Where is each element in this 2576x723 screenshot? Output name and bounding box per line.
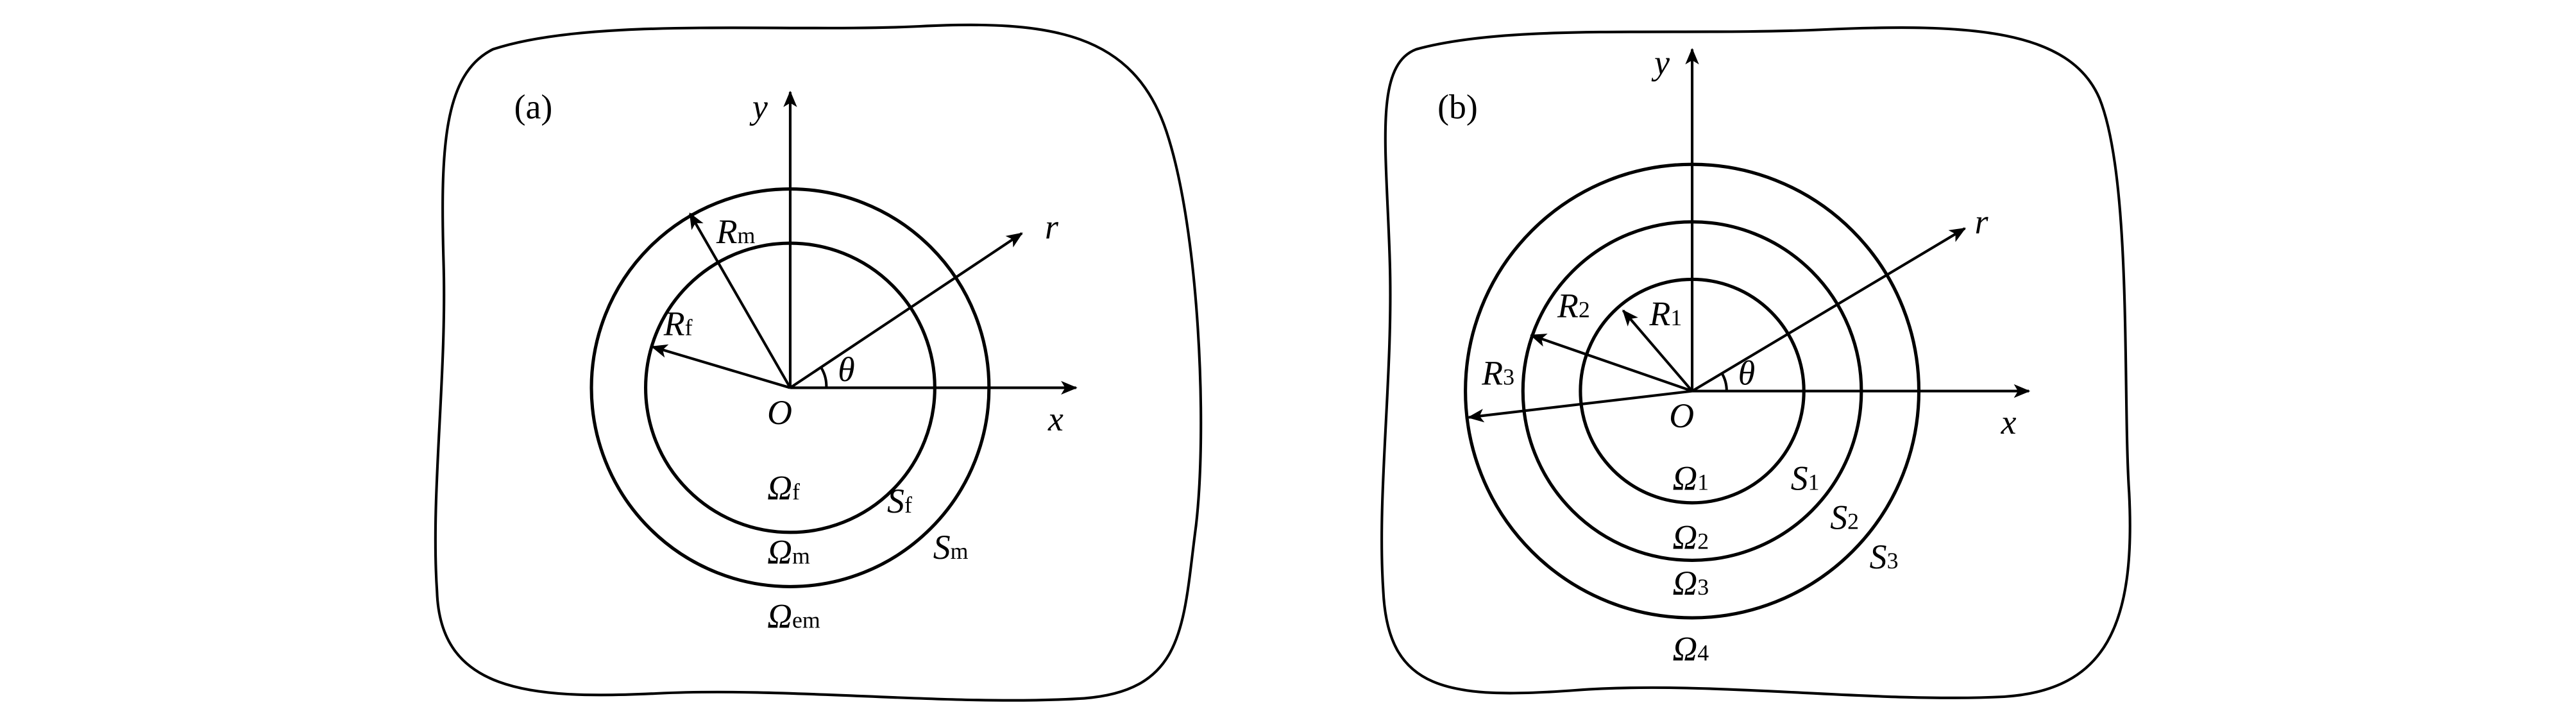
origin-label: O bbox=[767, 393, 792, 432]
radius-r3-arrow bbox=[1467, 389, 1693, 423]
origin-label: O bbox=[1669, 396, 1694, 435]
matrix-boundary bbox=[1380, 26, 2131, 699]
theta-label: θ bbox=[838, 350, 854, 389]
omega-3-label: Ω3 bbox=[1672, 564, 1709, 602]
r2-label: R2 bbox=[1557, 286, 1590, 325]
r-axis bbox=[789, 232, 1023, 389]
omega-4-label: Ω4 bbox=[1672, 630, 1709, 668]
r1-label: R1 bbox=[1648, 294, 1682, 333]
panel-a-label: (a) bbox=[514, 87, 553, 126]
radius-rf-arrow bbox=[650, 344, 791, 389]
panel-a: (a) y x r θ O Rm Rf Sf Sm Ωf Ωm Ωem bbox=[434, 23, 1203, 702]
r-label: r bbox=[1045, 207, 1059, 246]
panel-b-label: (b) bbox=[1437, 87, 1478, 126]
matrix-boundary bbox=[434, 23, 1203, 702]
radius-rm-arrow bbox=[688, 212, 792, 389]
x-label: x bbox=[2001, 403, 2017, 441]
y-label: y bbox=[749, 87, 768, 126]
sm-label: Sm bbox=[933, 528, 969, 566]
rm-label: Rm bbox=[716, 212, 756, 251]
rf-label: Rf bbox=[663, 305, 693, 343]
theta-arc bbox=[820, 367, 828, 388]
radius-r2-arrow bbox=[1530, 334, 1693, 393]
r3-label: R3 bbox=[1481, 353, 1514, 392]
s1-label: S1 bbox=[1791, 459, 1820, 497]
omega-1-label: Ω1 bbox=[1672, 459, 1709, 497]
theta-arc bbox=[1720, 372, 1728, 391]
omega-m-label: Ωm bbox=[767, 533, 810, 572]
s2-label: S2 bbox=[1830, 498, 1859, 537]
omega-f-label: Ωf bbox=[767, 469, 800, 507]
theta-label: θ bbox=[1738, 353, 1755, 392]
r-label: r bbox=[1975, 203, 1989, 241]
omega-em-label: Ωem bbox=[767, 597, 820, 635]
x-label: x bbox=[1047, 400, 1063, 438]
panel-b: (b) y x r θ O R1 R2 R3 S1 S2 S3 Ω1 Ω2 Ω3… bbox=[1380, 26, 2131, 699]
sf-label: Sf bbox=[887, 482, 912, 520]
omega-2-label: Ω2 bbox=[1672, 518, 1709, 556]
radius-r1-arrow bbox=[1622, 309, 1693, 392]
s3-label: S3 bbox=[1870, 538, 1899, 576]
y-label: y bbox=[1651, 43, 1670, 81]
r-axis bbox=[1691, 227, 1967, 393]
